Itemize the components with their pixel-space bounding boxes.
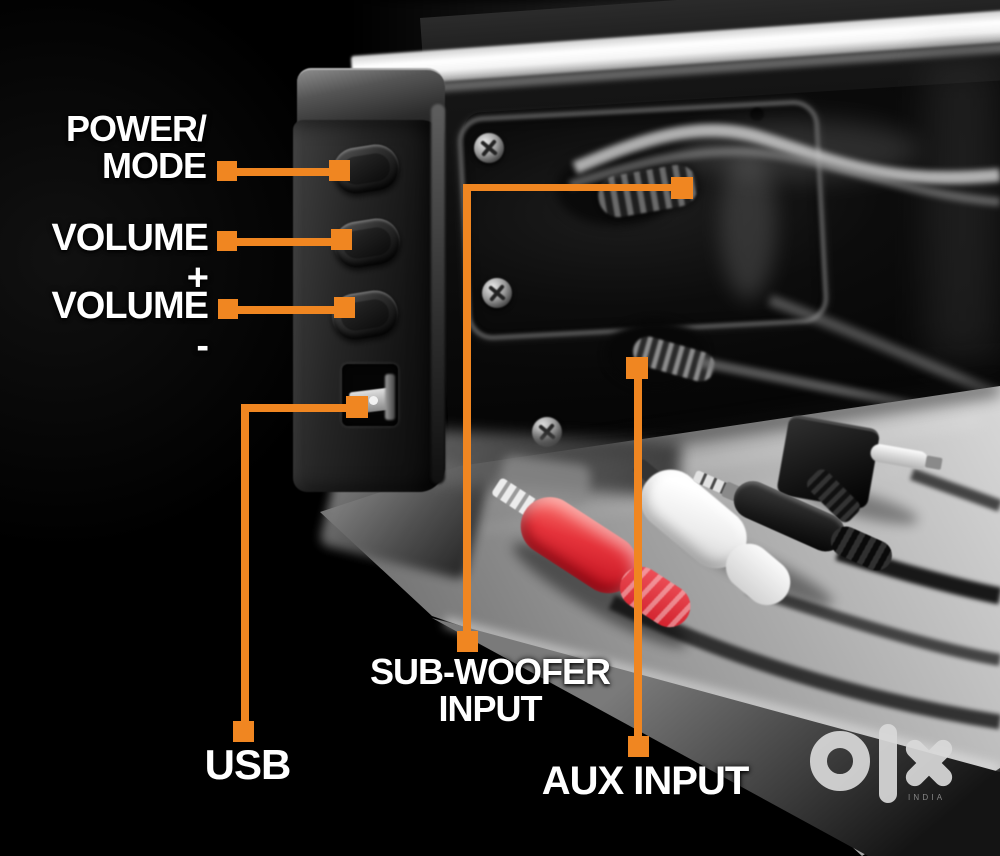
adapter-plug-tip (924, 455, 943, 470)
power-mode-leader-end (329, 160, 350, 181)
usb-leader-end (233, 721, 254, 742)
olx-logo-o (810, 731, 870, 791)
olx-india-text: INDIA (908, 793, 946, 802)
power-mode-leader-line (222, 168, 338, 176)
frame-screw-hole (750, 108, 764, 121)
power-mode-label-line2: MODE (102, 145, 207, 187)
volume-minus-label: VOLUME - (51, 285, 209, 367)
volume-plus-label: VOLUME + (51, 217, 209, 299)
usb-leader-port-marker (346, 396, 368, 418)
subwoofer-label-line1: SUB-WOOFER (370, 651, 611, 692)
power-mode-label: POWER/ MODE (30, 108, 207, 187)
aux-label: AUX INPUT (541, 759, 750, 803)
subwoofer-label: SUB-WOOFER INPUT (362, 653, 618, 728)
usb-leader-vertical (241, 404, 249, 728)
aux-leader-port-marker (626, 357, 648, 379)
subwoofer-label-line2: INPUT (438, 688, 543, 730)
screw-top (474, 133, 504, 163)
aux-leader-end (628, 736, 649, 757)
volume-minus-leader-line (223, 306, 341, 314)
screw-middle (482, 278, 512, 308)
aux-leader-vertical (634, 378, 642, 738)
usb-label: USB (204, 741, 292, 788)
volume-minus-leader-end (334, 297, 355, 318)
olx-logo-l (879, 724, 897, 803)
shelf-front-face (432, 618, 1000, 856)
power-mode-label-line1: POWER/ (65, 108, 207, 149)
volume-plus-leader-line (222, 238, 338, 246)
subwoofer-leader-end (457, 631, 478, 652)
olx-watermark: INDIA (800, 715, 980, 815)
volume-plus-leader-end (331, 229, 352, 250)
usb-port-pin (369, 396, 378, 405)
usb-port-side (385, 374, 395, 420)
column-edge-bevel (431, 104, 445, 484)
subwoofer-leader-port-marker (671, 177, 693, 199)
subwoofer-leader-vertical (463, 184, 471, 636)
subwoofer-leader-horizontal (467, 184, 673, 191)
bay-interior-blobs (680, 60, 1000, 360)
usb-leader-horizontal (248, 404, 348, 412)
adapter-plug (869, 442, 930, 471)
